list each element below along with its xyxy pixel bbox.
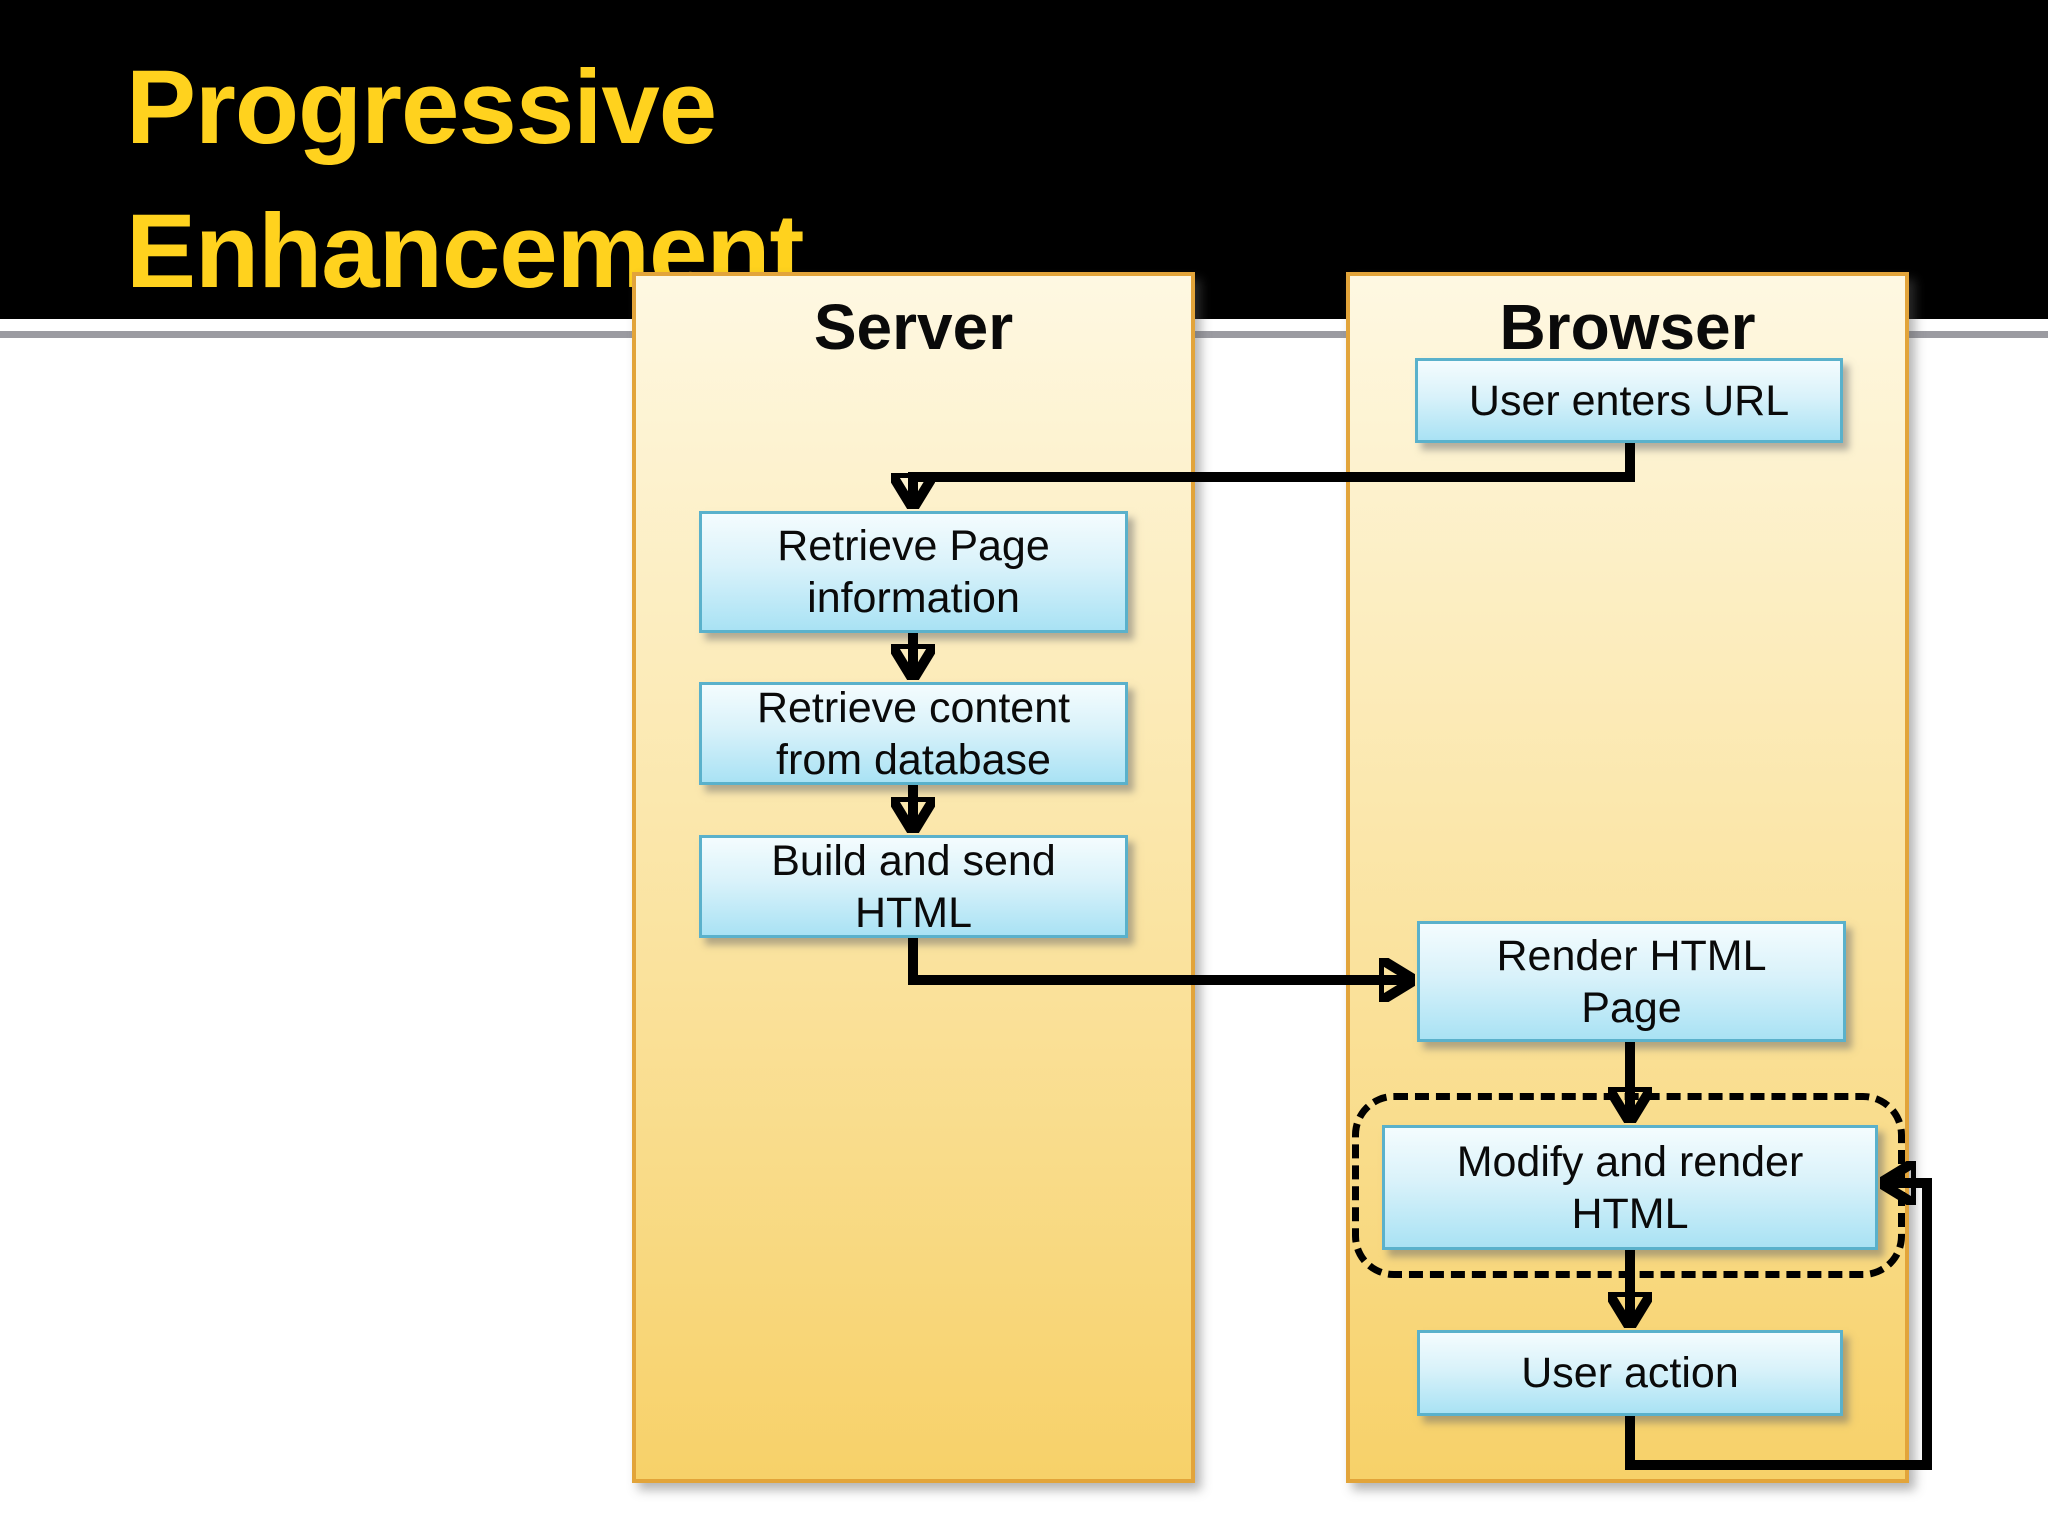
flow-box-retrieve-content-from-database: Retrieve content from database: [699, 682, 1128, 785]
flow-box-label: Page: [1581, 983, 1682, 1032]
flow-box-build-and-send-html: Build and send HTML: [699, 835, 1128, 938]
flow-box-user-enters-url: User enters URL: [1415, 358, 1843, 443]
flow-box-label: information: [807, 574, 1020, 622]
browser-panel: Browser: [1346, 272, 1909, 1483]
server-panel-title: Server: [813, 291, 1014, 363]
title-bar: [0, 0, 2048, 319]
flow-box-label: from database: [776, 735, 1051, 784]
flow-box-label: User action: [1521, 1349, 1739, 1397]
flow-box-label: Build and send: [771, 836, 1056, 885]
flow-box-modify-and-render-html: Modify and render HTML: [1382, 1125, 1878, 1250]
flow-box-label: Render HTML: [1496, 931, 1767, 980]
browser-panel-title: Browser: [1499, 291, 1756, 363]
flow-box-label: User enters URL: [1468, 376, 1790, 425]
slide-title: Progressive Enhancement: [126, 36, 804, 324]
flow-box-label: Retrieve content: [756, 683, 1071, 732]
flow-box-render-html-page: Render HTML Page: [1417, 921, 1846, 1042]
flow-box-label: HTML: [854, 888, 973, 937]
flow-box-label: Modify and render: [1456, 1137, 1804, 1186]
flow-box-label: Retrieve Page: [777, 522, 1050, 570]
slide-title-line1: Progressive: [126, 49, 717, 166]
flow-box-user-action: User action: [1417, 1330, 1843, 1416]
flow-box-label: HTML: [1571, 1189, 1689, 1238]
flow-box-retrieve-page-information: Retrieve Page information: [699, 511, 1128, 633]
